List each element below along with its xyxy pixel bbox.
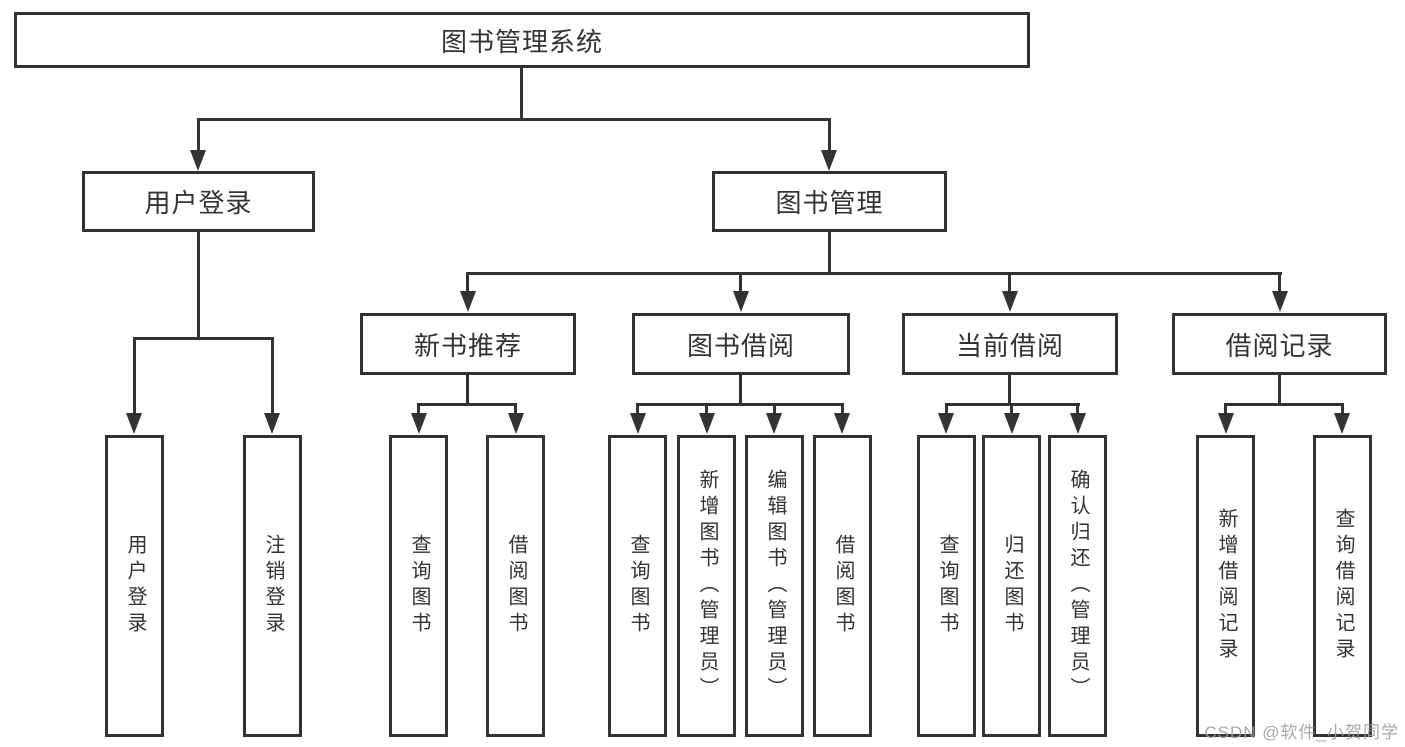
- leaf-query-borrow-record-label: 查询借阅记录: [1332, 508, 1354, 664]
- arrow-down-icon: [1334, 413, 1350, 434]
- connector-drop-user-login: [197, 118, 200, 152]
- connector-book-borrow-stem: [739, 375, 742, 403]
- connector-drop-level3: [466, 272, 469, 292]
- connector-drop-leaf: [1224, 403, 1227, 413]
- node-borrow-record: 借阅记录: [1172, 313, 1387, 375]
- leaf-borrow-book-rec: 借阅图书: [486, 435, 545, 737]
- connector-user-login-stem: [197, 232, 200, 337]
- arrow-down-icon: [190, 150, 206, 171]
- node-root: 图书管理系统: [14, 12, 1030, 68]
- leaf-user-login: 用户登录: [105, 435, 164, 737]
- node-book-mgmt: 图书管理: [712, 171, 947, 232]
- leaf-query-borrow-record: 查询借阅记录: [1313, 435, 1372, 737]
- arrow-down-icon: [508, 413, 524, 434]
- node-new-book-rec-label: 新书推荐: [413, 330, 522, 361]
- connector-level1-hline: [197, 118, 831, 121]
- leaf-query-book-rec-label: 查询图书: [408, 534, 430, 638]
- arrow-down-icon: [821, 150, 837, 171]
- connector-drop-leaf: [636, 403, 639, 413]
- leaf-confirm-return-admin: 确认归还（管理员）: [1048, 435, 1107, 737]
- arrow-down-icon: [733, 291, 749, 312]
- leaf-borrow-book-label: 借阅图书: [832, 534, 854, 638]
- connector-drop-leaf: [841, 403, 844, 413]
- leaf-return-book-label: 归还图书: [1001, 534, 1023, 638]
- arrow-down-icon: [460, 291, 476, 312]
- connector-root-stem: [520, 68, 523, 118]
- connector-drop-leaf: [271, 337, 274, 415]
- connector-drop-leaf: [1341, 403, 1344, 413]
- arrow-down-icon: [630, 413, 646, 434]
- connector-drop-book-mgmt: [828, 118, 831, 152]
- connector-drop-leaf: [1076, 403, 1079, 413]
- node-current-borrow: 当前借阅: [902, 313, 1118, 375]
- watermark: CSDN @软件_小贺同学: [1204, 723, 1399, 742]
- connector-drop-level3: [1278, 272, 1281, 292]
- connector-drop-leaf: [133, 337, 136, 415]
- connector-borrow-record-hline: [1224, 403, 1344, 406]
- connector-book-borrow-hline: [636, 403, 844, 406]
- connector-book-mgmt-stem: [828, 232, 831, 272]
- node-borrow-record-label: 借阅记录: [1225, 330, 1334, 361]
- node-new-book-rec: 新书推荐: [360, 313, 576, 375]
- leaf-query-book-current: 查询图书: [917, 435, 976, 737]
- arrow-down-icon: [766, 413, 782, 434]
- connector-drop-level3: [1008, 272, 1011, 292]
- leaf-borrow-book-rec-label: 借阅图书: [505, 534, 527, 638]
- arrow-down-icon: [1004, 413, 1020, 434]
- connector-drop-leaf: [417, 403, 420, 413]
- arrow-down-icon: [938, 413, 954, 434]
- node-user-login-label: 用户登录: [144, 188, 253, 218]
- leaf-edit-book-admin-label: 编辑图书（管理员）: [764, 469, 786, 703]
- arrow-down-icon: [834, 413, 850, 434]
- node-user-login: 用户登录: [82, 171, 315, 232]
- node-current-borrow-label: 当前借阅: [955, 330, 1064, 361]
- leaf-query-book-borrow-label: 查询图书: [627, 534, 649, 638]
- leaf-add-book-admin-label: 新增图书（管理员）: [696, 469, 718, 703]
- connector-drop-leaf: [1010, 403, 1013, 413]
- leaf-add-borrow-record: 新增借阅记录: [1196, 435, 1255, 737]
- connector-new-book-rec-hline: [417, 403, 517, 406]
- connector-new-book-rec-stem: [466, 375, 469, 403]
- leaf-logout-label: 注销登录: [262, 534, 284, 638]
- leaf-edit-book-admin: 编辑图书（管理员）: [745, 435, 804, 737]
- connector-drop-leaf: [945, 403, 948, 413]
- node-book-mgmt-label: 图书管理: [775, 188, 884, 218]
- connector-drop-leaf: [514, 403, 517, 413]
- arrow-down-icon: [1002, 291, 1018, 312]
- node-book-borrow: 图书借阅: [632, 313, 850, 375]
- leaf-add-borrow-record-label: 新增借阅记录: [1215, 508, 1237, 664]
- leaf-query-book-current-label: 查询图书: [936, 534, 958, 638]
- arrow-down-icon: [699, 413, 715, 434]
- arrow-down-icon: [264, 413, 280, 434]
- leaf-user-login-label: 用户登录: [124, 534, 146, 638]
- leaf-borrow-book: 借阅图书: [813, 435, 872, 737]
- leaf-return-book: 归还图书: [982, 435, 1041, 737]
- connector-drop-leaf: [773, 403, 776, 413]
- leaf-logout: 注销登录: [243, 435, 302, 737]
- leaf-query-book-rec: 查询图书: [389, 435, 448, 737]
- leaf-add-book-admin: 新增图书（管理员）: [677, 435, 736, 737]
- leaf-confirm-return-admin-label: 确认归还（管理员）: [1067, 469, 1089, 703]
- arrow-down-icon: [411, 413, 427, 434]
- arrow-down-icon: [126, 413, 142, 434]
- connector-level3-hline: [466, 272, 1282, 275]
- connector-drop-leaf: [705, 403, 708, 413]
- node-book-borrow-label: 图书借阅: [686, 330, 795, 361]
- connector-borrow-record-stem: [1278, 375, 1281, 403]
- connector-drop-level3: [739, 272, 742, 292]
- connector-current-borrow-stem: [1008, 375, 1011, 403]
- leaf-query-book-borrow: 查询图书: [608, 435, 667, 737]
- arrow-down-icon: [1218, 413, 1234, 434]
- node-root-label: 图书管理系统: [440, 26, 603, 57]
- arrow-down-icon: [1272, 291, 1288, 312]
- arrow-down-icon: [1070, 413, 1086, 434]
- connector-user-login-hline: [133, 337, 274, 340]
